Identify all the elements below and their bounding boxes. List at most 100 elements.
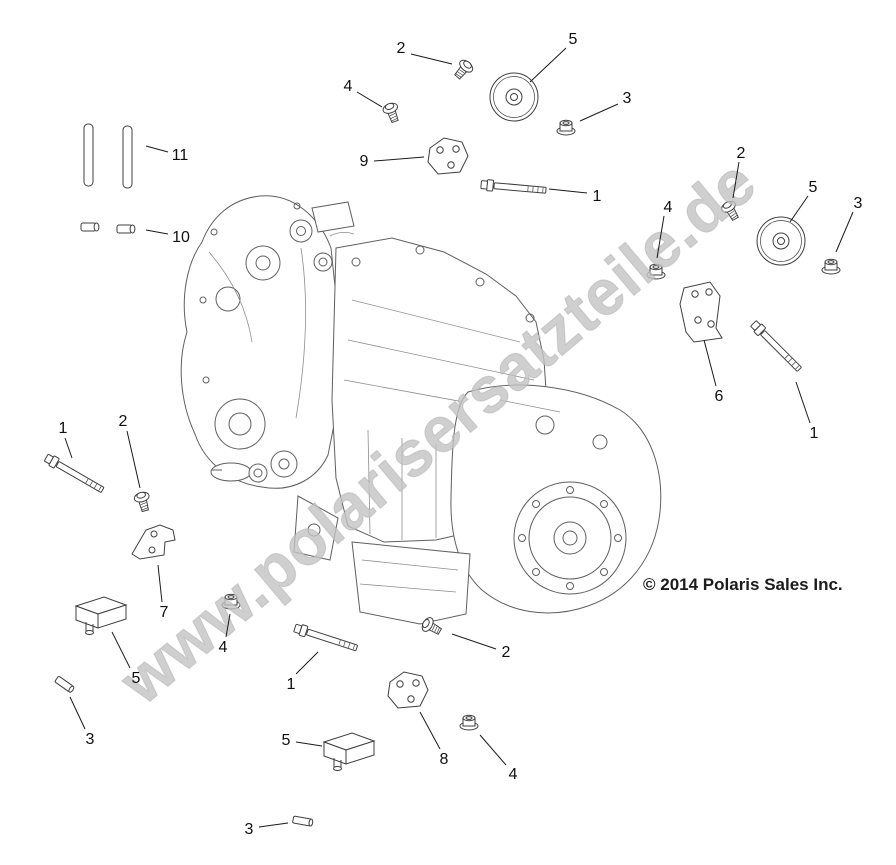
callout-2: 2 [732,145,746,199]
callout-label: 1 [593,188,602,205]
part-stud [54,676,75,693]
callout-label: 2 [397,40,406,57]
part-flange-nut [459,714,479,731]
callout-4: 4 [344,78,383,108]
part-screw [454,59,474,80]
callout-label: 2 [502,644,511,661]
part-clamp-pair [80,222,136,234]
callout-label: 3 [854,195,863,212]
callout-3: 3 [245,821,289,838]
leader-line [126,430,141,489]
callout-3: 3 [579,90,632,122]
part-mount-round [489,72,539,122]
leader-line [529,47,567,83]
callout-11: 11 [145,145,189,164]
part-flange-nut [556,119,576,136]
leader-line [145,145,169,153]
callout-label: 4 [509,766,518,783]
callout-5: 5 [111,631,141,687]
part-screw [721,200,739,222]
callout-2: 2 [119,413,141,489]
callout-5: 5 [529,31,578,83]
leader-line [795,381,811,424]
callout-label: 6 [715,388,724,405]
leader-line [64,437,73,459]
callout-5: 5 [789,179,818,223]
callout-6: 6 [703,339,724,405]
leader-line [732,161,740,199]
part-mount-round [756,216,806,266]
callout-2: 2 [397,40,453,65]
part-bolt-long [293,623,358,652]
part-bracket3 [427,137,469,175]
part-screw [382,102,399,124]
callout-4: 4 [219,613,231,656]
part-bracket3 [387,671,429,709]
leader-line [703,339,717,387]
part-bolt-long [44,453,105,493]
callout-1: 1 [287,651,319,693]
leader-line [69,696,86,730]
callout-label: 5 [569,31,578,48]
leader-line [157,564,163,603]
callout-label: 5 [282,732,291,749]
part-flange-nut [221,593,241,610]
part-flange-nut [821,258,841,275]
callout-label: 1 [59,420,68,437]
callout-label: 3 [245,821,254,838]
callout-4: 4 [479,734,518,783]
callout-label: 7 [160,604,169,621]
callout-label: 1 [287,676,296,693]
callout-label: 2 [119,413,128,430]
callout-7: 7 [157,564,169,621]
callout-label: 5 [809,179,818,196]
engine-assembly-drawing [180,195,662,625]
leader-line [356,91,383,108]
leader-line [419,711,441,750]
callout-3: 3 [69,696,95,748]
part-mount-block [74,596,128,635]
part-screw [133,491,150,513]
callout-1: 1 [548,188,602,205]
callout-1: 1 [795,381,819,442]
leader-line [548,188,588,194]
callout-2: 2 [451,633,511,661]
callout-4: 4 [656,199,673,259]
callout-label: 4 [664,199,673,216]
part-bracket4 [679,281,723,343]
parts-layer [44,59,841,827]
callout-label: 11 [172,147,189,164]
callout-label: 3 [86,731,95,748]
leader-line [835,211,854,253]
leader-line [789,195,809,223]
copyright-text: © 2014 Polaris Sales Inc. [643,575,843,594]
callout-label: 4 [344,78,353,95]
leader-line [111,631,131,669]
leader-line [656,215,665,259]
callout-label: 8 [440,751,449,768]
callout-10: 10 [145,229,190,246]
callout-label: 2 [737,145,746,162]
part-flange-nut [646,263,666,280]
part-screw [421,617,443,635]
callout-3: 3 [835,195,863,253]
callout-1: 1 [59,420,73,459]
callout-5: 5 [282,732,323,749]
part-bolt-long [480,179,547,194]
callout-label: 4 [219,639,228,656]
part-bracket7 [131,524,176,560]
leader-line [579,103,619,122]
leader-line [451,633,497,650]
part-stud [292,815,314,827]
callout-label: 3 [623,90,632,107]
leader-line [479,734,507,766]
part-bolt-long [750,320,802,372]
leader-line [145,229,169,235]
part-mount-block [322,732,376,771]
leader-line [410,53,453,65]
callout-label: 1 [810,425,819,442]
leader-line [258,822,289,828]
